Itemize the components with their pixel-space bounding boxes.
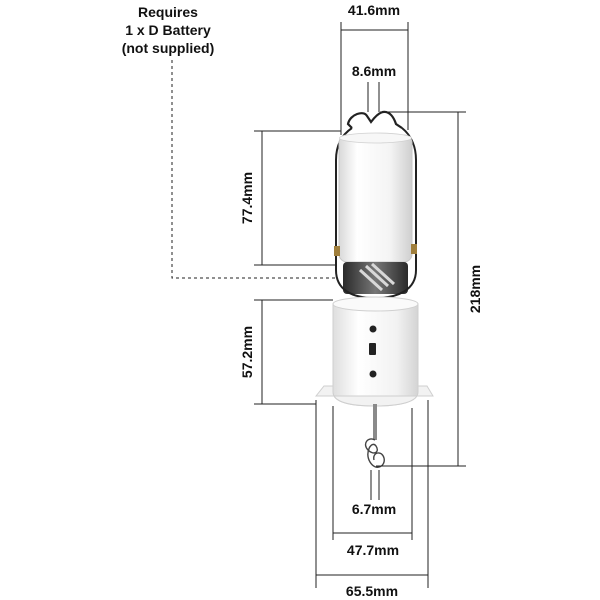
battery-housing	[338, 134, 413, 263]
left-pivot-screw	[334, 246, 340, 256]
right-wire	[401, 127, 417, 270]
motor-base	[332, 303, 419, 407]
dimension-lines	[171, 22, 466, 588]
power-switch	[369, 343, 376, 355]
hanging-hook	[346, 110, 403, 129]
flange-width-label: 65.5mm	[346, 583, 398, 599]
pin-width-label: 6.7mm	[352, 501, 396, 517]
drive-pin	[373, 404, 377, 440]
battery-height-label: 77.4mm	[239, 172, 255, 224]
top-width-label: 41.6mm	[348, 2, 400, 18]
note-line-2: 1 x D Battery	[125, 22, 211, 38]
upper-screw	[369, 325, 377, 333]
base-height-label: 57.2mm	[239, 326, 255, 378]
right-pivot-screw	[411, 244, 417, 254]
note-line-1: Requires	[138, 4, 198, 20]
gear-section	[343, 262, 408, 294]
total-height-label: 218mm	[467, 265, 483, 313]
base-width-label: 47.7mm	[347, 542, 399, 558]
spring-clip	[364, 438, 385, 468]
hook-width-label: 8.6mm	[352, 63, 396, 79]
motor-product	[314, 110, 434, 468]
lower-screw	[369, 370, 377, 378]
note-line-3: (not supplied)	[122, 40, 215, 56]
